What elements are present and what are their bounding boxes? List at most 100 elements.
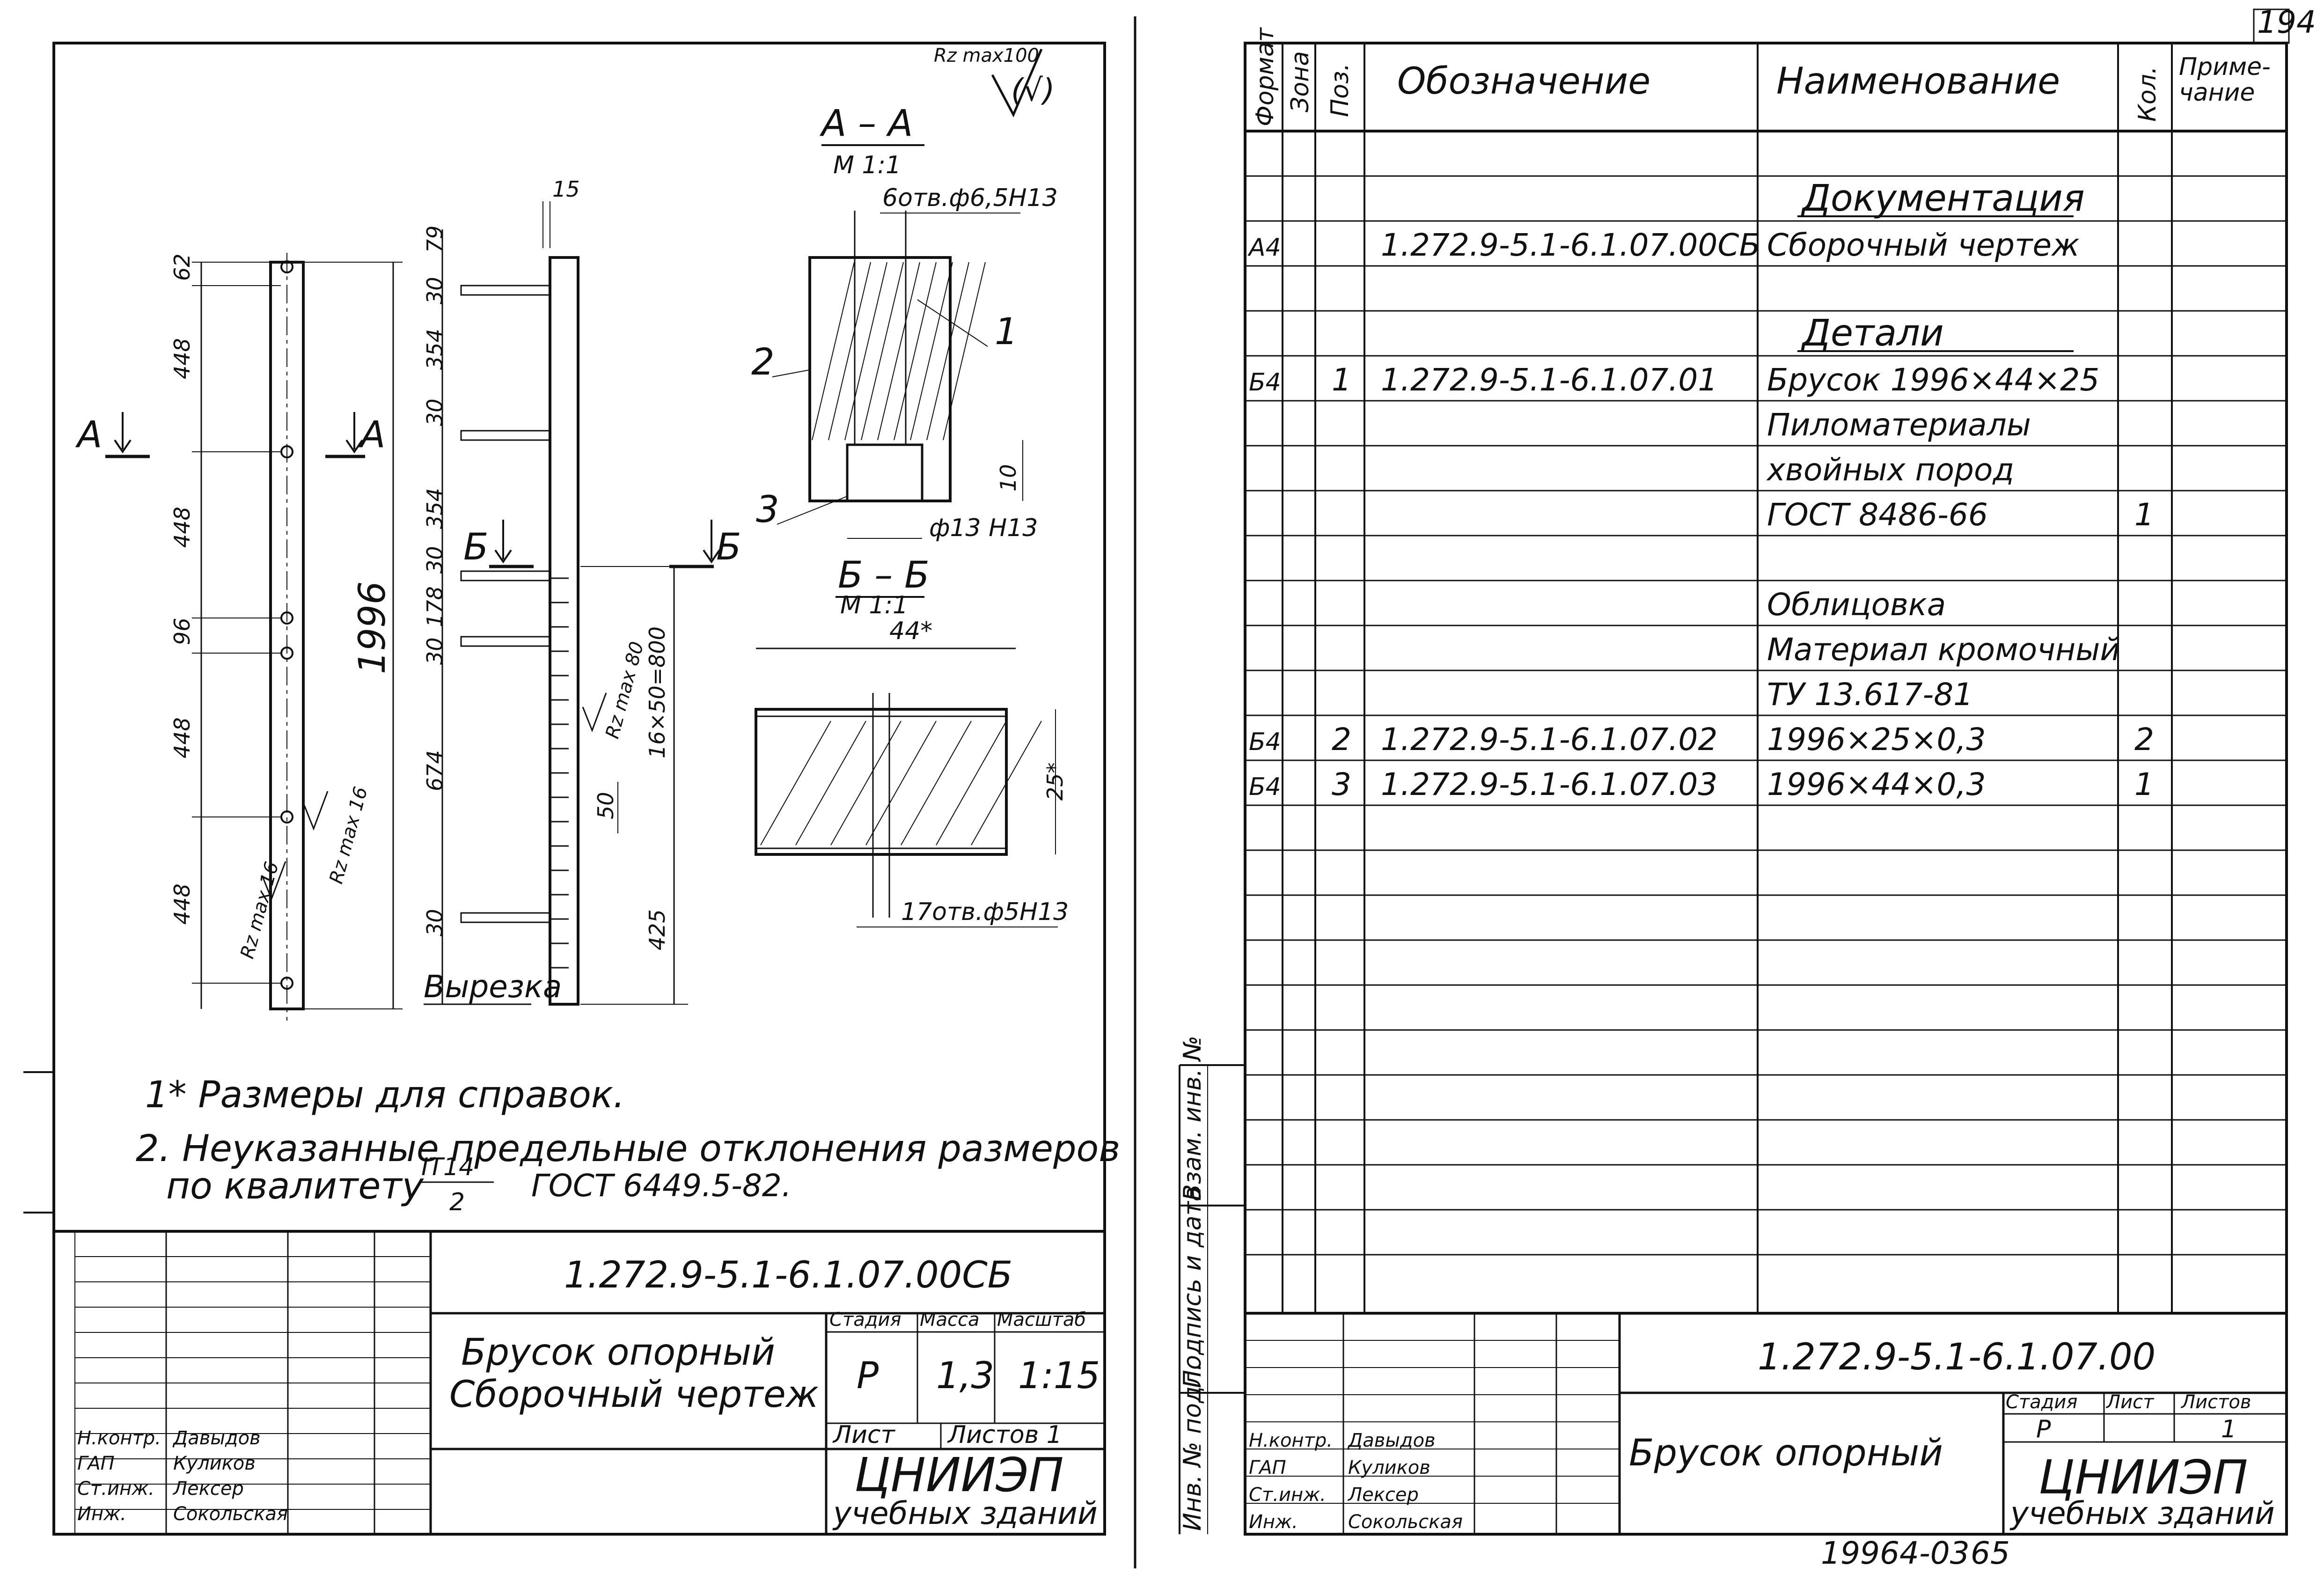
dim-step: 50 (593, 792, 618, 819)
left-tb-sheets-hdr: Листов 1 (947, 1421, 1062, 1449)
row-name: Детали (1801, 312, 1944, 354)
hole-3 (280, 647, 293, 660)
dim-pitch: 16×50=800 (645, 626, 670, 758)
left-tb-stage: Р (857, 1355, 879, 1397)
row-name: Сборочный чертеж (1767, 227, 2080, 263)
left-tb-scale-hdr: Масштаб (997, 1309, 1086, 1331)
right-tb-person: Сокольская (1348, 1511, 1463, 1533)
right-tb-stage-hdr: Стадия (2006, 1391, 2077, 1413)
dim-b-7: 30 (422, 637, 447, 665)
hatch-bb-line (971, 721, 1042, 846)
hatch-aa-line (894, 262, 937, 441)
hatch-aa-line (828, 262, 871, 441)
left-tb-role: Инж. (77, 1503, 126, 1525)
corner-number: 194 (2257, 4, 2316, 40)
left-tb-scale: 1:15 (1018, 1355, 1100, 1397)
hatch-aa-line (910, 262, 953, 441)
section-bb-title: Б – Б (838, 554, 930, 596)
dim-a-5: 448 (169, 883, 195, 925)
left-tb-person: Лексер (172, 1478, 244, 1500)
right-tb-code: 1.272.9-5.1-6.1.07.00 (1758, 1336, 2155, 1378)
section-bb: Б – Б М 1:1 44* 25* 17отв.ф5Н13 (755, 554, 1069, 927)
view-b: 15 79 30 354 30 354 30 178 30 674 30 16×… (422, 177, 741, 1006)
dim-overall: 1996 (352, 581, 394, 674)
hdr-pos: Поз. (1326, 63, 1354, 117)
row-name: хвойных пород (1766, 452, 2014, 488)
left-tb-name2: Сборочный чертеж (449, 1374, 819, 1416)
hatch-aa-line (926, 262, 969, 441)
pin-4 (460, 912, 551, 923)
hatch-aa-line (812, 262, 855, 441)
dim-b-5: 30 (422, 546, 447, 574)
right-tb-person: Лексер (1347, 1484, 1419, 1506)
hdr-name: Наименование (1776, 60, 2060, 103)
hdr-format: Формат (1251, 27, 1279, 126)
dim-b-1: 30 (422, 277, 447, 304)
rz-a-1: Rz max 16 (325, 785, 372, 886)
section-aa-scale: М 1:1 (833, 151, 901, 179)
row-code: 1.272.9-5.1-6.1.07.01 (1381, 362, 1717, 398)
right-tb-org2: учебных зданий (2009, 1495, 2275, 1531)
right-tb-role: Инж. (1249, 1511, 1298, 1533)
section-bb-holes: 17отв.ф5Н13 (901, 898, 1069, 926)
left-tb-mass: 1,3 (936, 1355, 994, 1397)
dim-b-9: 30 (422, 909, 447, 936)
left-tb-role: Н.контр. (77, 1427, 161, 1449)
left-frame (52, 42, 1106, 1536)
left-tb-mass-hdr: Масса (920, 1309, 980, 1331)
dim-a-2: 448 (169, 507, 195, 548)
dim-b-4: 354 (422, 488, 447, 529)
row-qty: 2 (2134, 721, 2154, 758)
dim-a-1: 448 (169, 338, 195, 379)
note-2: 2. Неуказанные предельные отклонения раз… (136, 1128, 1120, 1170)
section-aa-counterbore: ф13 Н13 (929, 514, 1038, 542)
callout-2: 2 (751, 341, 775, 383)
callout-1: 1 (995, 311, 1018, 353)
row-name: 1996×44×0,3 (1767, 766, 1986, 802)
left-tb-person: Давыдов (172, 1427, 261, 1449)
roughness-check: (√) (1011, 72, 1055, 108)
hatch-bb-line (795, 721, 866, 846)
left-tb-role: Ст.инж. (77, 1478, 154, 1500)
hatch-bb-line (760, 721, 831, 846)
hatch-aa-line (861, 262, 904, 441)
right-tb-sheets: 1 (2221, 1415, 2236, 1443)
callout-3: 3 (756, 489, 779, 531)
dim-b-8: 674 (422, 750, 447, 791)
section-aa-holes: 6отв.ф6,5Н13 (882, 184, 1058, 212)
hole-0 (280, 260, 293, 273)
fraction-den: 2 (449, 1188, 465, 1216)
section-bb-scale: М 1:1 (840, 591, 908, 619)
right-tb-sheet-hdr: Лист (2105, 1391, 2155, 1413)
hdr-qty: Кол. (2133, 66, 2162, 122)
section-aa-depth: 10 (996, 464, 1021, 492)
left-tb-name1: Брусок опорный (461, 1331, 775, 1374)
side-label-sign: Подпись и дата (1179, 1186, 1207, 1388)
left-tb-person: Сокольская (173, 1503, 288, 1525)
section-bb-thickness: 25* (1042, 762, 1068, 801)
left-tb-stage-hdr: Стадия (829, 1309, 901, 1331)
row-name: ГОСТ 8486-66 (1767, 497, 1988, 533)
pin-0 (460, 285, 551, 296)
left-tb-person: Куликов (173, 1453, 256, 1474)
side-label-replace: Взам. инв. № (1179, 1036, 1207, 1201)
pin-1 (460, 430, 551, 441)
dim-b-top: 15 (552, 177, 580, 202)
roughness-mark: Rz max100 (934, 45, 1039, 66)
hatch-aa-line (877, 262, 920, 441)
right-tb-org1: ЦНИИЭП (2038, 1450, 2248, 1505)
right-tb-role: Н.контр. (1249, 1430, 1333, 1451)
row-code: 1.272.9-5.1-6.1.07.03 (1381, 766, 1717, 802)
dim-b-6: 178 (422, 586, 447, 627)
row-code: 1.272.9-5.1-6.1.07.00СБ (1381, 227, 1760, 263)
section-bb-width: 44* (889, 617, 932, 645)
dim-a-3: 96 (169, 618, 195, 645)
note-2b: по квалитету (166, 1165, 425, 1207)
row-code: 1.272.9-5.1-6.1.07.02 (1381, 721, 1717, 758)
dim-tail: 425 (645, 909, 670, 950)
row-name: Пиломатериалы (1767, 407, 2031, 443)
hatch-bb-line (830, 721, 902, 846)
